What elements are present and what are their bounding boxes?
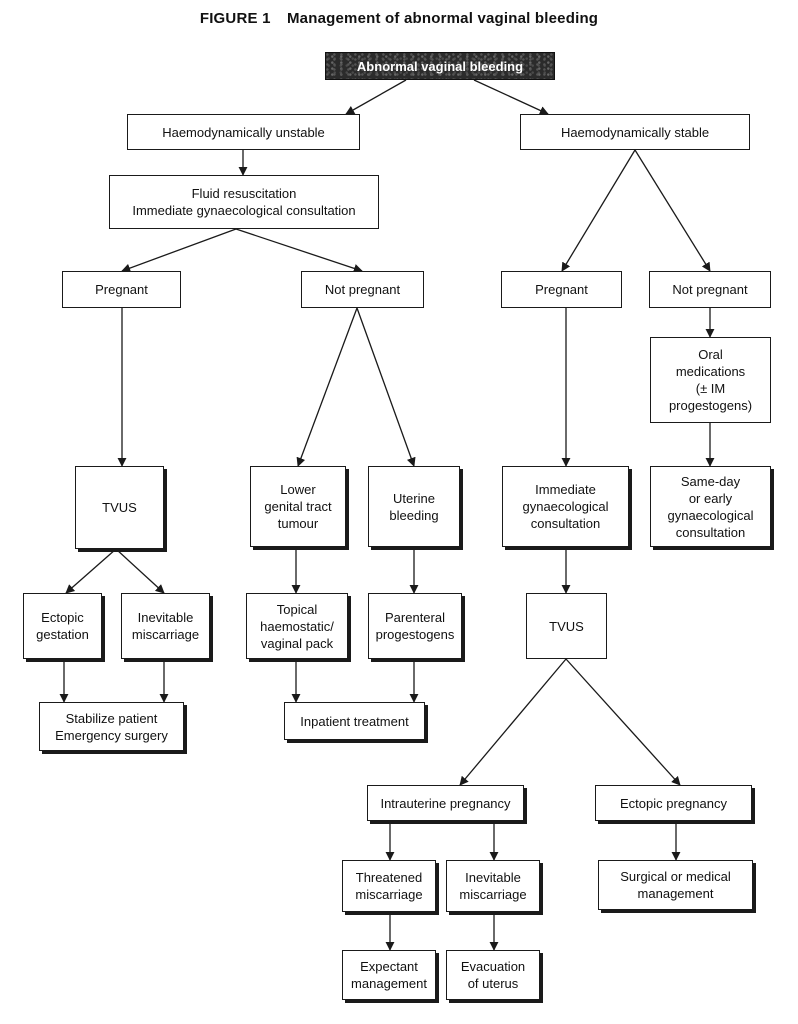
arrow-root-to-stable [473,79,549,115]
node-stable-pregnant: Pregnant [501,271,622,308]
node-stabilize-patient: Stabilize patient Emergency surgery [39,702,184,751]
node-unstable-not-pregnant: Not pregnant [301,271,424,308]
node-lower-genital-tract-tumour: Lower genital tract tumour [250,466,346,547]
node-abnormal-vaginal-bleeding: Abnormal vaginal bleeding [325,52,555,80]
arrow-tvus2-to-intrauterine [459,658,567,786]
node-expectant-management: Expectant management [342,950,436,1000]
node-unstable-pregnant: Pregnant [62,271,181,308]
node-intrauterine-pregnancy: Intrauterine pregnancy [367,785,524,821]
node-uterine-bleeding: Uterine bleeding [368,466,460,547]
arrow-root-to-unstable [345,79,407,115]
node-surgical-medical-management: Surgical or medical management [598,860,753,910]
arrow-fluid-to-u-not-pregnant [235,228,363,273]
node-tvus-stable: TVUS [526,593,607,659]
node-tvus-unstable: TVUS [75,466,164,549]
node-parenteral-progestogens: Parenteral progestogens [368,593,462,659]
arrow-stable-to-s-not-pregnant [634,149,711,272]
node-same-day-consultation: Same-day or early gynaecological consult… [650,466,771,547]
figure-caption: Management of abnormal vaginal bleeding [286,10,599,27]
node-ectopic-pregnancy: Ectopic pregnancy [595,785,752,821]
arrow-tvus-to-ectopic-gestation [65,548,117,594]
node-inevitable-miscarriage-2: Inevitable miscarriage [446,860,540,912]
arrow-tvus-to-inevitable [115,548,165,594]
arrow-stable-to-s-pregnant [561,149,636,272]
node-stable-not-pregnant: Not pregnant [649,271,771,308]
figure-number: FIGURE 1 [199,10,271,27]
node-inevitable-miscarriage-1: Inevitable miscarriage [121,593,210,659]
node-ectopic-gestation: Ectopic gestation [23,593,102,659]
node-inpatient-treatment: Inpatient treatment [284,702,425,740]
figure-title: FIGURE 1 Management of abnormal vaginal … [0,10,798,27]
arrow-u-not-pregnant-to-uterine [356,307,416,467]
node-topical-haemostatic: Topical haemostatic/ vaginal pack [246,593,348,659]
node-evacuation-of-uterus: Evacuation of uterus [446,950,540,1000]
node-oral-medications: Oral medications (± IM progestogens) [650,337,771,423]
node-threatened-miscarriage: Threatened miscarriage [342,860,436,912]
node-immediate-consultation: Immediate gynaecological consultation [502,466,629,547]
node-haemodynamically-stable: Haemodynamically stable [520,114,750,150]
arrow-fluid-to-u-pregnant [121,228,237,273]
node-fluid-resuscitation: Fluid resuscitation Immediate gynaecolog… [109,175,379,229]
arrow-tvus2-to-ectopic-pregnancy [565,658,681,786]
arrow-u-not-pregnant-to-lower-tract [296,307,358,467]
node-haemodynamically-unstable: Haemodynamically unstable [127,114,360,150]
